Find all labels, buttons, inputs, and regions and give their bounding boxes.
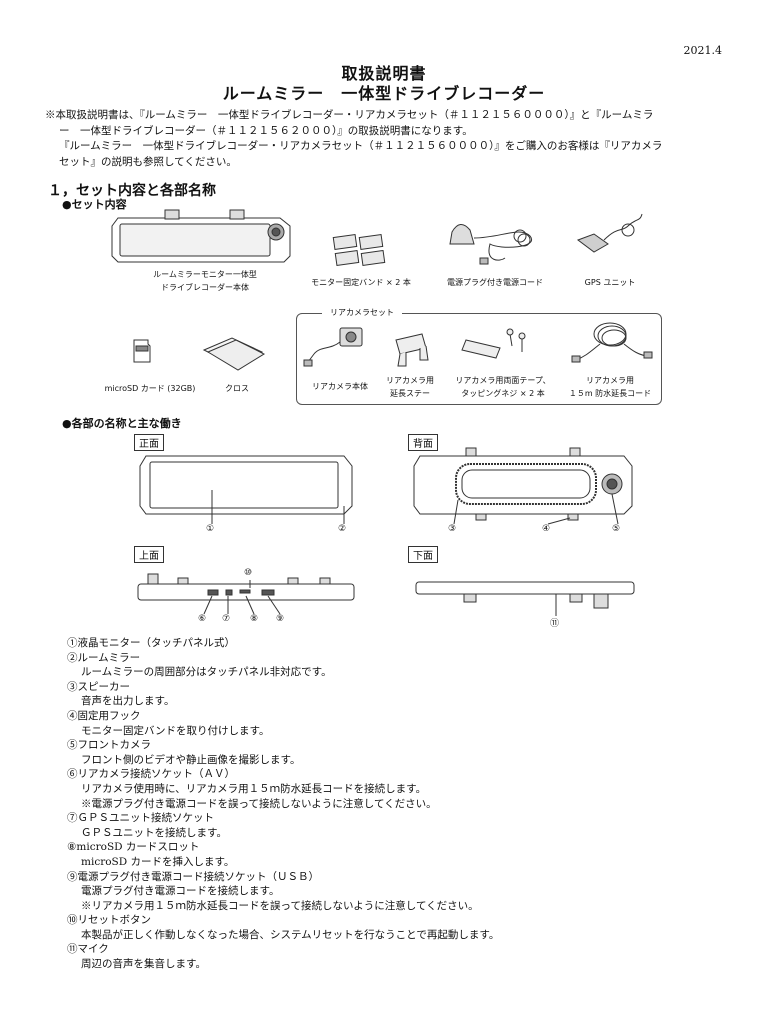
caption-line: リアカメラ用両面テープ、: [455, 376, 551, 385]
caption-microsd: microSD カード (32GB): [104, 384, 196, 393]
set-contents-illustrations: [111, 209, 653, 371]
callout-6: ⑥: [198, 614, 207, 624]
callout-11: ⑪: [550, 619, 560, 629]
caption-line: ドライブレコーダー本体: [161, 283, 249, 292]
back-view-diagram: [413, 447, 633, 525]
callout-10: ⑩: [244, 568, 253, 578]
caption-line: 延長ステー: [390, 389, 430, 398]
part-title: ⑨電源プラグ付き電源コード接続ソケット（ＵＳＢ）: [67, 870, 319, 883]
intro-line: ー 一体型ドライブレコーダー（＃１１２１５６２０００）』の取扱説明書になります。: [59, 124, 473, 137]
part-description: 電源プラグ付き電源コードを接続します。: [81, 885, 280, 898]
caption-line: ルームミラーモニター一体型: [153, 270, 257, 279]
section-heading: １，セット内容と各部名称: [48, 183, 216, 199]
part-description: 本製品が正しく作動しなくなった場合、システムリセットを行なうことで再起動します。: [81, 928, 500, 941]
part-title: ⑦ＧＰＳユニット接続ソケット: [67, 812, 214, 825]
part-title: ②ルームミラー: [67, 651, 141, 664]
callout-3: ③: [448, 524, 457, 534]
part-description: 音声を出力します。: [81, 695, 175, 708]
top-view-diagram: [137, 573, 355, 615]
caption-cloth: クロス: [225, 384, 249, 393]
rear-camera-set-label: リアカメラセット: [322, 306, 402, 319]
caption-line: リアカメラ用: [386, 376, 434, 385]
power-cord-illustration: [449, 224, 533, 265]
caption-line: タッピングネジ × 2 本: [461, 389, 545, 398]
part-title: ⑤フロントカメラ: [67, 739, 151, 752]
intro-line: セット』の説明も参照してください。: [59, 155, 237, 168]
intro-line: ※本取扱説明書は、『ルームミラー 一体型ドライブレコーダー・リアカメラセット（＃…: [45, 109, 654, 121]
callout-5: ⑤: [612, 524, 621, 534]
caption-gps: GPS ユニット: [584, 278, 636, 287]
caption-rear-camera: リアカメラ本体: [312, 382, 368, 391]
parts-list: ①液晶モニター（タッチパネル式） ②ルームミラールームミラーの周囲部分はタッチパネ…: [67, 636, 747, 972]
view-label-back: 背面: [408, 434, 438, 451]
cloth-illustration: [202, 337, 266, 371]
microsd-illustration: [133, 339, 151, 363]
part-title: ③スピーカー: [67, 680, 130, 693]
callout-8: ⑧: [250, 614, 259, 624]
part-description: モニター固定バンドを取り付けします。: [81, 724, 270, 737]
bottom-view-diagram: [415, 581, 635, 616]
document-title: 取扱説明書: [341, 64, 427, 83]
view-label-front: 正面: [134, 434, 164, 451]
part-title: ①液晶モニター（タッチパネル式）: [67, 637, 235, 649]
callout-7: ⑦: [222, 614, 231, 624]
rear-camera-set-box: [296, 313, 662, 405]
callout-2: ②: [338, 524, 347, 534]
front-view-diagram: [139, 455, 353, 524]
tape-screws-illustration: [461, 328, 526, 359]
caption-line: １５m 防水延長コード: [568, 389, 652, 398]
view-label-top: 上面: [134, 546, 164, 563]
intro-line: 『ルームミラー 一体型ドライブレコーダー・リアカメラセット（＃１１２１５６０００…: [59, 140, 663, 152]
part-title: ⑧microSD カードスロット: [67, 841, 200, 854]
part-description: フロント側のビデオや静止画像を撮影します。: [81, 753, 301, 766]
caption-stay: リアカメラ用 延長ステー: [380, 374, 440, 400]
band-illustration: [332, 233, 386, 267]
view-label-bottom: 下面: [408, 546, 438, 563]
part-description: microSD カードを挿入します。: [81, 855, 235, 868]
callout-9: ⑨: [276, 614, 285, 624]
rear-cable-illustration: [571, 322, 653, 363]
part-description: リアカメラ使用時に、リアカメラ用１５ｍ防水延長コードを接続します。: [81, 782, 427, 795]
caption-cable: リアカメラ用 １５m 防水延長コード: [560, 374, 660, 400]
caption-band: モニター固定バンド × 2 本: [311, 278, 411, 287]
set-contents-heading: ●セット内容: [62, 198, 127, 211]
gps-illustration: [576, 213, 643, 253]
rear-camera-illustration: [303, 327, 363, 367]
part-title: ⑥リアカメラ接続ソケット（ＡＶ）: [67, 768, 235, 781]
document-date: 2021.4: [683, 44, 723, 57]
part-description: 周辺の音声を集音します。: [81, 958, 206, 971]
callout-1: ①: [206, 524, 215, 534]
intro-paragraph: ※本取扱説明書は、『ルームミラー 一体型ドライブレコーダー・リアカメラセット（＃…: [45, 108, 728, 170]
document-subtitle: ルームミラー 一体型ドライブレコーダー: [222, 84, 546, 103]
extension-stay-illustration: [395, 333, 429, 367]
part-description: ＧＰＳユニットを接続します。: [81, 826, 227, 839]
part-description: ※電源プラグ付き電源コードを誤って接続しないように注意してください。: [81, 797, 437, 810]
caption-line: リアカメラ用: [586, 376, 634, 385]
mirror-unit-illustration: [111, 209, 291, 263]
part-title: ⑩リセットボタン: [67, 914, 151, 927]
part-title: ⑪マイク: [67, 943, 109, 956]
parts-heading: ●各部の名称と主な働き: [62, 417, 182, 430]
caption-main-unit: ルームミラーモニター一体型 ドライブレコーダー本体: [130, 268, 280, 294]
parts-diagrams: [137, 447, 635, 616]
caption-power-cord: 電源プラグ付き電源コード: [447, 278, 543, 287]
callout-4: ④: [542, 524, 551, 534]
part-title: ④固定用フック: [67, 709, 141, 722]
part-description: ルームミラーの周囲部分はタッチパネル非対応です。: [81, 666, 332, 679]
part-description: ※リアカメラ用１５ｍ防水延長コードを誤って接続しないように注意してください。: [81, 899, 479, 912]
caption-tape: リアカメラ用両面テープ、 タッピングネジ × 2 本: [448, 374, 558, 400]
